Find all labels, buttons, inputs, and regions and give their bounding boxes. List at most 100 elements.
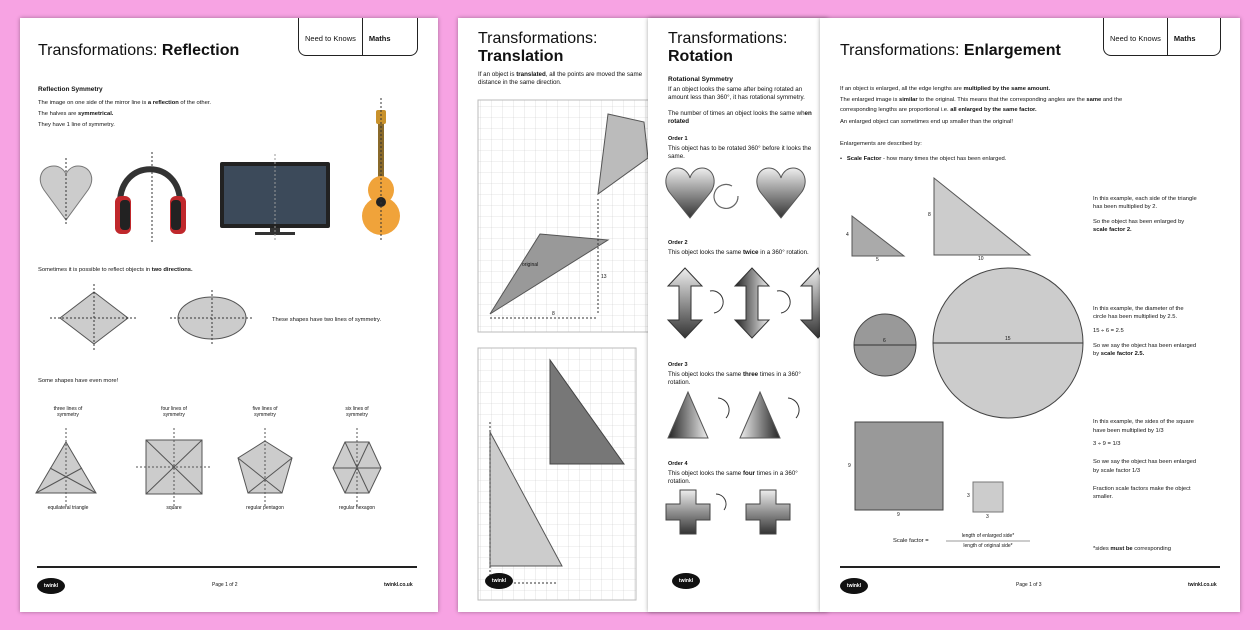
order-4-text: This object looks the same four times in… — [668, 470, 798, 485]
rotate-arrow-icon — [776, 290, 791, 314]
footer-divider — [840, 566, 1220, 568]
twinkl-logo: twinkl — [840, 578, 868, 594]
text-line: The enlarged image is similar to the ori… — [840, 97, 1123, 103]
text-line: The number of times an object looks the … — [668, 110, 812, 125]
tab-maths: Maths — [1166, 18, 1202, 55]
section-heading: Rotational Symmetry — [668, 76, 734, 83]
text-line: The image on one side of the mirror line… — [38, 100, 212, 106]
enlargement-worksheet: Transformations: Enlargement Need to Kno… — [820, 18, 1240, 612]
cross-icon — [745, 489, 791, 535]
triangle-icon — [739, 390, 781, 439]
tab-need-to-knows: Need to Knows — [1110, 34, 1161, 43]
twinkl-logo: twinkl — [485, 573, 513, 589]
text-line: Fraction scale factors make the object — [1093, 486, 1191, 492]
double-arrow-icon — [666, 267, 704, 339]
intro-text: If an object is translated, all the poin… — [478, 71, 643, 86]
text-line: Enlargements are described by: — [840, 141, 922, 147]
text-line: So we say the object has been enlarged — [1093, 343, 1197, 349]
label: 10 — [978, 256, 984, 262]
rotation-diagrams — [665, 167, 820, 535]
text-line: 15 ÷ 6 = 2.5 — [1093, 328, 1124, 334]
tab-maths: Maths — [361, 18, 397, 55]
page-title: Transformations: Enlargement — [840, 42, 1061, 59]
website: twinkl.co.uk — [1188, 582, 1217, 588]
shape-caption: six lines of symmetry — [345, 406, 369, 418]
label: 8 — [928, 212, 931, 218]
text-line: These shapes have two lines of symmetry. — [272, 317, 382, 323]
bullet-item: • Scale Factor - how many times the obje… — [840, 156, 1007, 162]
square-shape — [136, 428, 212, 508]
order-1-label: Order 1 — [668, 136, 688, 142]
text-line: has been multiplied by 2. — [1093, 204, 1158, 210]
label: 6 — [883, 338, 886, 344]
label: 9 — [848, 463, 851, 469]
text-line: 3 ÷ 9 = 1/3 — [1093, 441, 1121, 447]
label: 15 — [1005, 336, 1011, 342]
tab-need-to-knows: Need to Knows — [305, 34, 356, 43]
rotate-arrow-icon — [713, 183, 739, 209]
section-heading: Reflection Symmetry — [38, 86, 103, 93]
twinkl-logo: twinkl — [37, 578, 65, 594]
footer-divider — [37, 566, 417, 568]
text-line: So we say the object has been enlarged — [1093, 459, 1197, 465]
formula-label: Scale factor = — [893, 538, 929, 544]
equilateral-triangle-shape — [35, 428, 97, 508]
text-line: by scale factor 1/3 — [1093, 468, 1141, 474]
text-line: corresponding lengths are proportional i… — [840, 107, 1037, 113]
rotate-arrow-icon — [787, 397, 800, 419]
reflection-diagrams — [35, 98, 400, 508]
label: 9 — [897, 512, 900, 518]
shape-name: square — [166, 505, 182, 511]
enlargement-diagrams — [851, 176, 1084, 542]
text-line: If an object looks the same after being … — [668, 86, 805, 101]
rotation-worksheet: Transformations: Rotation Rotational Sym… — [648, 18, 820, 612]
twinkl-logo: twinkl — [672, 573, 700, 589]
label: 4 — [846, 232, 849, 238]
text-line: So the object has been enlarged by — [1093, 219, 1185, 225]
text-line: scale factor 2. — [1093, 227, 1132, 233]
reflection-worksheet: Transformations: Reflection Need to Know… — [20, 18, 438, 612]
text-line: smaller. — [1093, 494, 1113, 500]
text-line: Some shapes have even more! — [38, 378, 119, 384]
shape-name: equilateral triangle — [47, 505, 89, 511]
small-square — [972, 481, 1004, 513]
label-13: 13 — [601, 274, 607, 280]
label: 3 — [967, 493, 970, 499]
headphones-icon — [115, 166, 186, 234]
regular-hexagon-shape — [332, 428, 382, 508]
order-2-label: Order 2 — [668, 240, 688, 246]
page-title: Transformations: Rotation — [668, 30, 788, 66]
shape-name: regular pentagon — [246, 505, 284, 511]
rotate-arrow-icon — [717, 397, 730, 419]
text-line: In this example, the diameter of the — [1093, 306, 1184, 312]
large-triangle — [933, 176, 1032, 256]
shape-name: regular hexagon — [338, 505, 376, 511]
translation-diagrams — [477, 99, 651, 601]
page-number: Page 1 of 2 — [212, 582, 238, 588]
label: 5 — [876, 257, 879, 263]
text-line: circle has been multiplied by 2.5. — [1093, 314, 1178, 320]
order-3-text: This object looks the same three times i… — [668, 371, 801, 386]
page-title: Transformations: Reflection — [38, 42, 240, 59]
original-shape — [489, 233, 610, 315]
formula-denominator: length of original side* — [963, 543, 1013, 549]
guitar-icon — [362, 110, 400, 235]
regular-pentagon-shape — [237, 428, 293, 508]
label-original: original — [522, 262, 539, 268]
label-8: 8 — [552, 311, 555, 317]
cross-icon — [665, 489, 711, 535]
text-line: An enlarged object can sometimes end up … — [840, 119, 1014, 125]
page-title: Transformations: Translation — [478, 30, 598, 66]
heart-icon — [665, 167, 715, 219]
order-4-label: Order 4 — [668, 461, 688, 467]
order-2-text: This object looks the same twice in a 36… — [668, 249, 809, 256]
formula-numerator: length of enlarged side* — [961, 533, 1015, 539]
page-number: Page 1 of 3 — [1016, 582, 1042, 588]
footnote: *sides must be corresponding — [1093, 546, 1171, 552]
text-line: If an object is enlarged, all the edge l… — [840, 86, 1051, 92]
double-arrow-icon — [799, 267, 820, 339]
shape-caption: four lines of symmetry — [161, 406, 187, 418]
text-line: Sometimes it is possible to reflect obje… — [38, 267, 193, 273]
website: twinkl.co.uk — [384, 582, 413, 588]
triangle-icon — [667, 390, 709, 439]
